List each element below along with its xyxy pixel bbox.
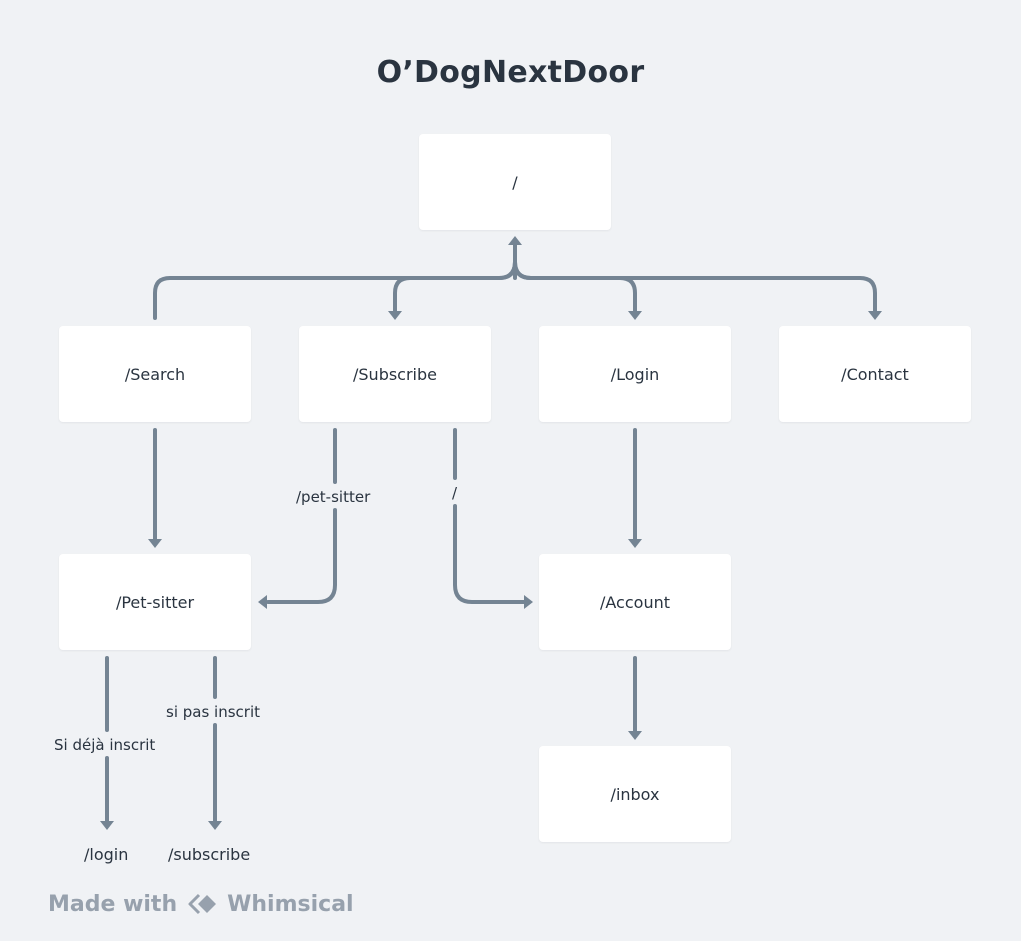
node-inbox-label: /inbox [610,784,660,804]
made-with-whimsical[interactable]: Made with Whimsical [48,888,354,920]
node-contact[interactable]: /Contact [779,326,971,422]
node-account[interactable]: /Account [539,554,731,650]
node-contact-label: /Contact [841,364,909,384]
node-petsitter-label: /Pet-sitter [115,592,195,612]
edge-root-to-login [513,260,637,314]
diagram-title: O’DogNextDoor [376,55,645,90]
end-label-subscribe: /subscribe [168,845,251,864]
arrowhead-inbox [628,731,642,740]
node-account-label: /Account [600,592,670,612]
node-login[interactable]: /Login [539,326,731,422]
end-label-login: /login [84,845,129,864]
node-subscribe[interactable]: /Subscribe [299,326,491,422]
edge-label-pet-sitter: /pet-sitter [294,487,373,507]
arrowhead-petsitter-from-subscribe [258,595,267,609]
arrowhead-root [508,236,522,245]
arrowhead-login [628,311,642,320]
edge-root-to-contact [513,260,877,314]
arrowhead-end-subscribe [208,821,222,830]
node-search[interactable]: /Search [59,326,251,422]
edge-subscribe-to-petsitter [266,428,337,604]
node-root-label: / [512,172,518,192]
node-petsitter[interactable]: /Pet-sitter [59,554,251,650]
node-search-label: /Search [124,364,186,384]
arrowhead-end-login [100,821,114,830]
node-inbox[interactable]: /inbox [539,746,731,842]
node-root[interactable]: / [419,134,611,230]
edge-label-si-deja-inscrit: Si déjà inscrit [52,735,158,755]
made-with-text: Made with [48,891,178,917]
edge-root-to-subscribe [393,260,517,314]
whimsical-logo-icon [187,892,221,916]
node-login-label: /Login [610,364,660,384]
arrowhead-contact [868,311,882,320]
edge-root-to-search [153,260,517,320]
arrowhead-subscribe [388,311,402,320]
edge-label-root: / [450,483,460,503]
node-subscribe-label: /Subscribe [353,364,437,384]
arrowhead-account-from-subscribe [524,595,533,609]
arrowhead-petsitter-from-search [148,539,162,548]
arrowhead-account-from-login [628,539,642,548]
edge-subscribe-to-account [453,428,526,604]
edge-label-si-pas-inscrit: si pas inscrit [164,702,262,722]
whimsical-brand-text: Whimsical [227,891,354,917]
